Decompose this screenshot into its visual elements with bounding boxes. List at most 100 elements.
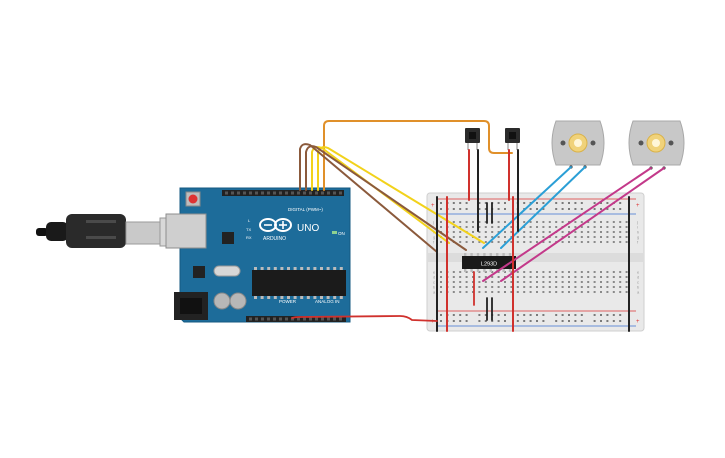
breadboard-hole bbox=[472, 286, 474, 288]
breadboard-hole bbox=[529, 281, 532, 283]
pushbutton-1[interactable] bbox=[465, 128, 480, 150]
breadboard-hole bbox=[561, 221, 564, 223]
breadboard-hole bbox=[465, 271, 468, 273]
power-header-label: POWER bbox=[279, 299, 297, 304]
l293d-label: L293D bbox=[481, 262, 497, 268]
dc-motor-2[interactable] bbox=[628, 120, 685, 170]
usb-plug-body bbox=[66, 214, 126, 248]
breadboard-hole bbox=[523, 286, 526, 288]
row-letter: c bbox=[433, 280, 435, 285]
atmega-pins bbox=[254, 267, 343, 299]
breadboard-hole bbox=[587, 291, 590, 293]
breadboard-hole bbox=[529, 236, 532, 238]
breadboard-hole bbox=[619, 286, 622, 288]
breadboard-hole bbox=[555, 276, 558, 278]
breadboard-hole bbox=[536, 236, 538, 238]
wire-brown[interactable] bbox=[305, 145, 467, 251]
row-letter: g bbox=[433, 235, 435, 240]
wire-magenta[interactable] bbox=[500, 167, 665, 282]
breadboard-hole bbox=[561, 236, 564, 238]
header-pin bbox=[291, 191, 294, 195]
breadboard-hole bbox=[625, 281, 628, 283]
arduino-uno-board[interactable]: ARDUINO UNO ON DIGITAL (PWM~) POWER ANAL… bbox=[165, 187, 351, 323]
header-pin bbox=[225, 191, 228, 195]
breadboard-hole bbox=[491, 241, 494, 243]
breadboard-hole bbox=[504, 241, 506, 243]
chip-pin bbox=[496, 253, 499, 256]
breadboard-hole bbox=[600, 221, 602, 223]
header-pin bbox=[297, 191, 300, 195]
reset-button[interactable] bbox=[188, 194, 198, 204]
header-pin bbox=[303, 317, 306, 321]
rail-hole bbox=[529, 208, 532, 210]
rail-plus-symbol: + bbox=[431, 203, 435, 209]
rail-hole bbox=[536, 320, 538, 322]
arduino-model-text: UNO bbox=[297, 223, 319, 234]
wire-brown[interactable] bbox=[299, 143, 438, 253]
breadboard-hole bbox=[484, 241, 487, 243]
breadboard-hole bbox=[600, 226, 602, 228]
breadboard-hole bbox=[568, 271, 570, 273]
breadboard-hole bbox=[484, 281, 487, 283]
breadboard-hole bbox=[600, 271, 602, 273]
breadboard-hole bbox=[440, 226, 442, 228]
rail-hole bbox=[561, 208, 564, 210]
breadboard-hole bbox=[484, 221, 487, 223]
breadboard-hole bbox=[593, 291, 596, 293]
breadboard-hole bbox=[606, 291, 609, 293]
breadboard-hole bbox=[472, 291, 474, 293]
arduino-logo bbox=[259, 218, 292, 232]
rail-hole bbox=[465, 320, 468, 322]
dc-motor-1[interactable] bbox=[551, 120, 605, 169]
breadboard-hole bbox=[472, 221, 474, 223]
breadboard-hole bbox=[478, 231, 481, 233]
breadboard-hole bbox=[568, 241, 570, 243]
breadboard-hole bbox=[593, 286, 596, 288]
breadboard-hole bbox=[555, 271, 558, 273]
breadboard-hole bbox=[625, 276, 628, 278]
breadboard-hole bbox=[504, 231, 506, 233]
wire-blue[interactable] bbox=[482, 166, 572, 249]
wire-blue[interactable] bbox=[500, 166, 586, 249]
breadboard-hole bbox=[625, 226, 628, 228]
rail-hole bbox=[568, 202, 570, 204]
digital-pin-row bbox=[225, 191, 342, 195]
breadboard-hole bbox=[516, 236, 519, 238]
row-letter: h bbox=[637, 230, 639, 235]
breadboard-hole bbox=[504, 286, 506, 288]
breadboard-hole bbox=[516, 286, 519, 288]
breadboard-hole bbox=[568, 286, 570, 288]
led-l-label: L bbox=[248, 218, 251, 223]
breadboard-hole bbox=[580, 241, 583, 243]
usb-cable[interactable] bbox=[36, 214, 183, 248]
breadboard-hole bbox=[510, 276, 513, 278]
breadboard-hole bbox=[497, 221, 500, 223]
rail-hole bbox=[612, 320, 615, 322]
wire-magenta[interactable] bbox=[482, 167, 652, 282]
header-pin bbox=[261, 317, 264, 321]
breadboard-hole bbox=[497, 271, 500, 273]
pushbutton-2[interactable] bbox=[505, 128, 520, 150]
wire-orange[interactable] bbox=[323, 120, 513, 191]
chip-pin bbox=[339, 267, 343, 270]
rail-hole bbox=[465, 314, 468, 316]
wire-red[interactable] bbox=[291, 315, 438, 322]
breadboard-hole bbox=[561, 286, 564, 288]
rail-hole bbox=[459, 314, 462, 316]
chip-pin bbox=[464, 269, 467, 272]
breadboard-hole bbox=[523, 241, 526, 243]
breadboard-hole bbox=[548, 226, 551, 228]
breadboard-hole bbox=[593, 271, 596, 273]
rail-hole bbox=[568, 208, 570, 210]
breadboard-hole bbox=[606, 226, 609, 228]
row-letter: b bbox=[433, 285, 436, 290]
breadboard-hole bbox=[459, 221, 462, 223]
breadboard-hole bbox=[523, 231, 526, 233]
breadboard-hole bbox=[561, 271, 564, 273]
breadboard-hole bbox=[568, 226, 570, 228]
chip-pin bbox=[313, 267, 317, 270]
rail-hole bbox=[497, 314, 500, 316]
breadboard-hole bbox=[484, 236, 487, 238]
